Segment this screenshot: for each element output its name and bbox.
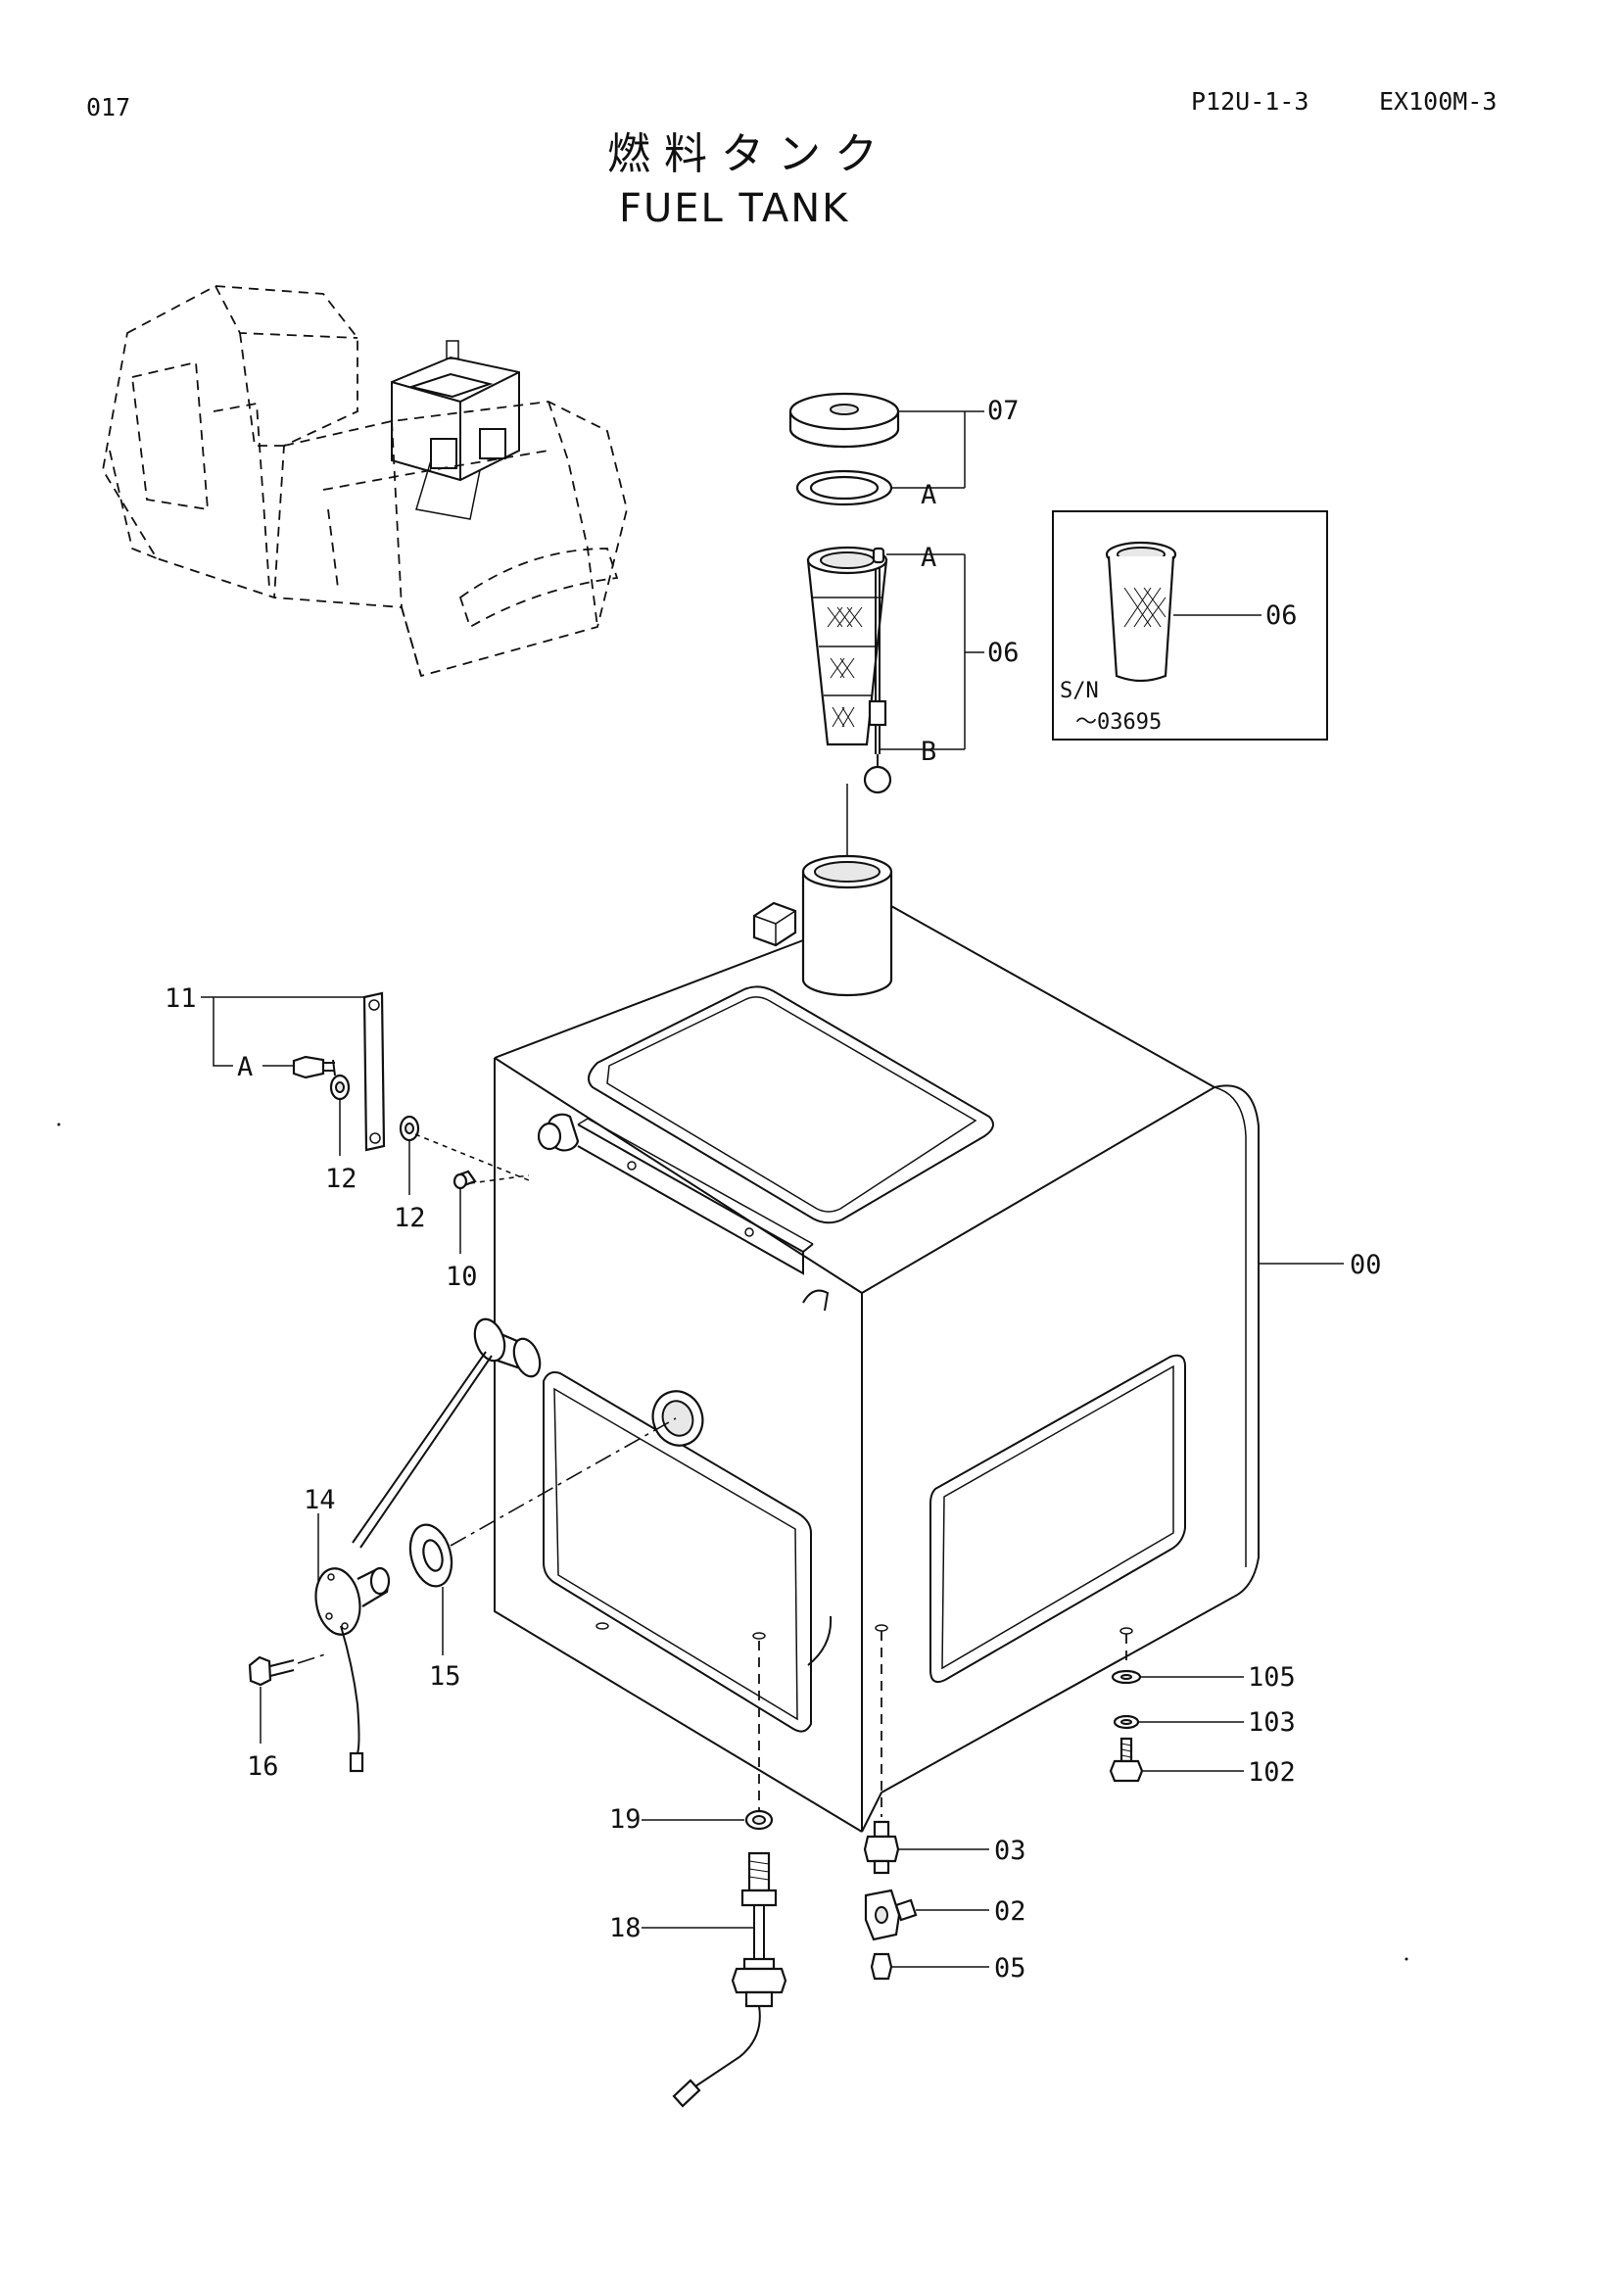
title-english: FUEL TANK — [619, 186, 849, 231]
page-number: 017 — [86, 93, 130, 121]
callout-06: 06 — [987, 638, 1020, 668]
callout-18: 18 — [609, 1913, 642, 1943]
callout-00: 00 — [1350, 1250, 1382, 1280]
callout-07-a: A — [921, 480, 936, 510]
callout-103: 103 — [1248, 1707, 1296, 1738]
callout-06-b: B — [921, 737, 936, 767]
callout-11-a: A — [237, 1052, 253, 1082]
callout-06-a: A — [921, 543, 936, 573]
level-gauge-bracket-parts: 11 A 12 12 10 — [165, 983, 530, 1292]
callout-02: 02 — [994, 1896, 1026, 1927]
inset-serial-range: ～03695 — [1075, 710, 1162, 735]
callout-10: 10 — [446, 1262, 478, 1292]
mounting-hardware: 105 103 102 — [1109, 1634, 1296, 1788]
callout-102: 102 — [1248, 1757, 1296, 1788]
fuel-cap-assembly: 07 A — [788, 392, 1020, 510]
callout-14: 14 — [304, 1485, 336, 1515]
callout-03: 03 — [994, 1836, 1026, 1866]
model-code: EX100M-3 — [1379, 87, 1497, 116]
callout-12-b: 12 — [394, 1203, 426, 1233]
inset-serial-label: S/N — [1060, 679, 1099, 703]
callout-16: 16 — [247, 1751, 279, 1782]
excavator-locator-sketch — [102, 285, 628, 678]
callout-15: 15 — [429, 1661, 461, 1692]
section-code: P12U-1-3 — [1191, 87, 1309, 116]
callout-105: 105 — [1248, 1662, 1296, 1693]
callout-07: 07 — [987, 396, 1020, 426]
callout-11: 11 — [165, 983, 197, 1014]
fuel-level-sender-parts: 14 15 16 — [247, 1317, 677, 1782]
fuel-tank-body: 00 — [494, 854, 1382, 1833]
serial-number-inset: 06 S/N ～03695 — [1052, 510, 1328, 741]
inset-callout-06: 06 — [1265, 600, 1298, 631]
callout-19: 19 — [609, 1804, 642, 1835]
title-japanese: 燃料タンク — [607, 129, 891, 179]
fuel-strainer-assembly: A 06 B — [806, 543, 1020, 862]
callout-05: 05 — [994, 1953, 1026, 1984]
callout-12-a: 12 — [325, 1164, 357, 1194]
drain-valve-parts: 03 02 05 — [863, 1631, 1026, 1984]
drain-sensor-parts: 19 18 — [609, 1641, 787, 2108]
